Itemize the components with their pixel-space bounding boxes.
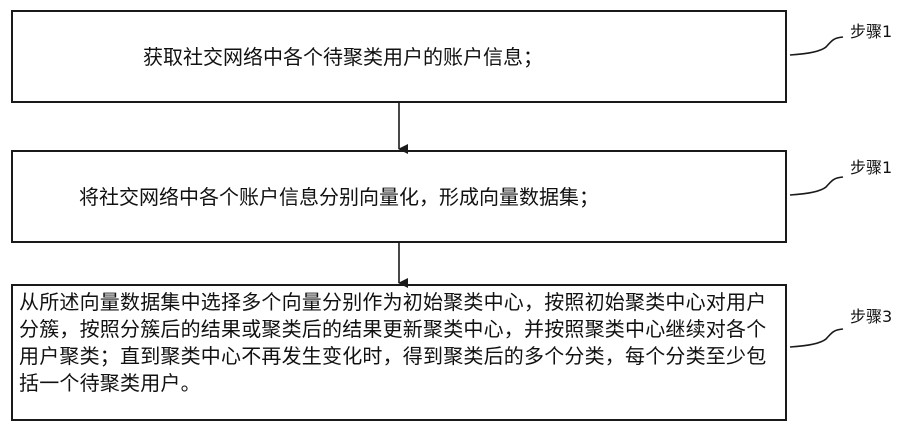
step-label-2: 步骤1	[850, 154, 892, 178]
flow-step-2-box: 将社交网络中各个账户信息分别向量化，形成向量数据集；	[11, 150, 787, 243]
flow-step-3-text: 从所述向量数据集中选择多个向量分别作为初始聚类中心，按照初始聚类中心对用户分簇，…	[19, 289, 781, 397]
flow-step-3-box: 从所述向量数据集中选择多个向量分别作为初始聚类中心，按照初始聚类中心对用户分簇，…	[11, 284, 787, 421]
flow-step-1-box: 获取社交网络中各个待聚类用户的账户信息；	[11, 10, 787, 103]
leader-line-step-3	[790, 329, 843, 347]
leader-line-step-1	[790, 37, 843, 55]
step-label-3: 步骤3	[850, 303, 892, 327]
step-label-1: 步骤1	[850, 18, 892, 42]
leader-line-step-2	[790, 177, 843, 195]
flow-step-1-text: 获取社交网络中各个待聚类用户的账户信息；	[143, 44, 543, 71]
flow-step-2-text: 将社交网络中各个账户信息分别向量化，形成向量数据集；	[79, 184, 599, 211]
